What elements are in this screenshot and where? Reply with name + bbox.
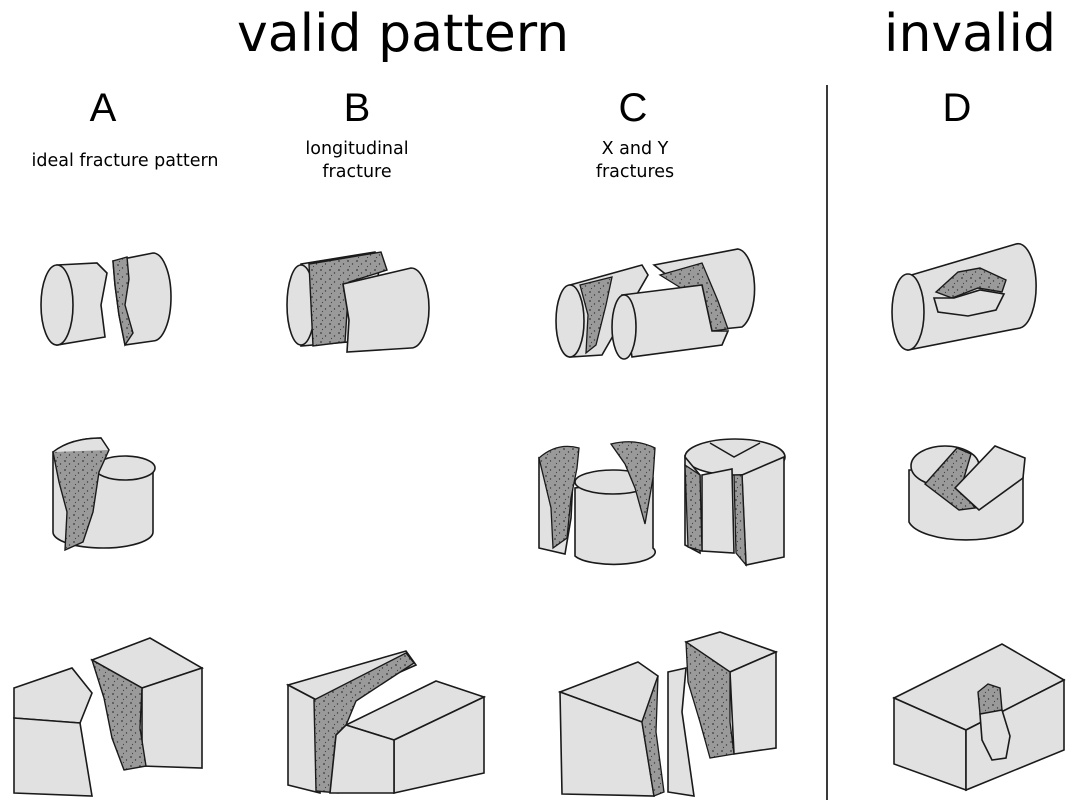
- fracture-d-horizontal-cylinder: [891, 242, 1037, 351]
- fracture-c-vertical-cylinder-right: [684, 438, 786, 567]
- invalid-heading: invalid: [884, 4, 1056, 64]
- fracture-d-vertical-cylinder: [908, 445, 1026, 541]
- column-c-letter: C: [618, 86, 648, 130]
- valid-invalid-divider: [826, 85, 828, 800]
- column-b-caption: longitudinal fracture: [262, 138, 452, 184]
- fracture-b-horizontal-cylinder: [286, 251, 430, 353]
- fracture-a-vertical-cylinder: [52, 437, 156, 552]
- fracture-d-box: [892, 643, 1066, 792]
- column-b-caption-line: fracture: [322, 161, 392, 182]
- column-a-caption-line: ideal fracture pattern: [31, 151, 219, 171]
- column-a-letter: A: [89, 86, 117, 130]
- column-c-caption: X and Y fractures: [545, 138, 725, 184]
- fracture-b-box: [285, 650, 487, 795]
- fracture-a-box: [13, 637, 204, 797]
- column-b-caption-line: longitudinal: [305, 139, 409, 159]
- fracture-c-box: [557, 631, 779, 797]
- valid-pattern-heading: valid pattern: [237, 4, 570, 64]
- fracture-c-vertical-cylinder-left: [538, 441, 656, 566]
- column-a-caption: ideal fracture pattern: [5, 150, 245, 173]
- fracture-c-horizontal-cylinder: [555, 248, 756, 360]
- column-d-letter: D: [942, 86, 972, 130]
- column-b-letter: B: [343, 86, 371, 130]
- column-c-caption-line: fractures: [595, 161, 675, 182]
- column-c-caption-line: X and Y: [601, 139, 669, 159]
- fracture-a-horizontal-cylinder: [40, 252, 172, 347]
